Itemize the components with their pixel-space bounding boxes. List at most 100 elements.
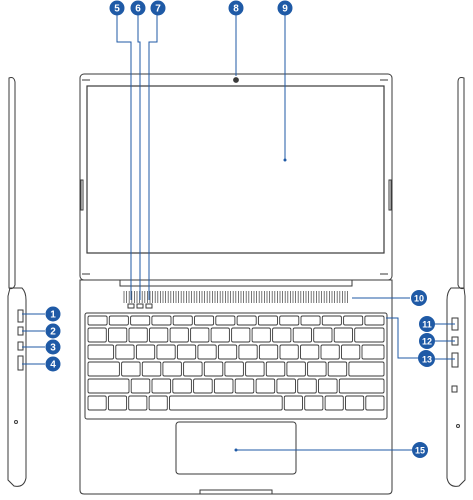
keyboard-key bbox=[197, 344, 217, 360]
left-port-4 bbox=[17, 355, 24, 371]
left-side-screw bbox=[14, 420, 18, 424]
base-outer bbox=[79, 279, 393, 495]
keyboard-key bbox=[107, 395, 128, 411]
keyboard-key bbox=[121, 361, 141, 377]
keyboard-key bbox=[234, 378, 255, 394]
keyboard-key bbox=[210, 327, 230, 343]
keyboard-key bbox=[148, 395, 168, 411]
keyboard-key bbox=[304, 395, 324, 411]
callout-5-label: 5 bbox=[114, 4, 120, 15]
keyboard-key bbox=[236, 315, 257, 326]
keyboard-key bbox=[279, 344, 299, 360]
leader-line-14 bbox=[386, 317, 418, 359]
keyboard-key bbox=[307, 361, 327, 377]
leader-dot-15 bbox=[234, 448, 238, 452]
callout-15-label: 15 bbox=[415, 446, 425, 456]
hinge-bar bbox=[119, 279, 353, 287]
keyboard-key bbox=[156, 344, 176, 360]
keyboard-key bbox=[130, 378, 151, 394]
callout-13: 13 bbox=[419, 351, 435, 367]
keyboard-key bbox=[279, 315, 300, 326]
keyboard-key bbox=[162, 361, 182, 377]
leader-dots bbox=[234, 158, 287, 452]
keyboard-key bbox=[128, 327, 148, 343]
keyboard-key bbox=[213, 378, 234, 394]
right-side-screw bbox=[456, 424, 460, 428]
keyboard-key bbox=[365, 395, 385, 411]
leader-lines bbox=[22, 14, 455, 451]
right-lid-edge bbox=[457, 77, 465, 290]
keyboard-key bbox=[272, 327, 292, 343]
callout-7-label: 7 bbox=[155, 4, 161, 15]
keyboard-key bbox=[108, 327, 128, 343]
callout-8: 8 bbox=[228, 0, 244, 16]
keyboard-key bbox=[318, 378, 338, 394]
leader-line-5 bbox=[116, 14, 132, 300]
keyboard-key bbox=[151, 315, 172, 326]
keyboard-key bbox=[128, 395, 148, 411]
callout-7: 7 bbox=[150, 0, 166, 16]
keyboard-key bbox=[348, 361, 385, 377]
callout-1: 1 bbox=[45, 306, 61, 322]
callout-3: 3 bbox=[45, 339, 61, 355]
leader-dot-9 bbox=[283, 158, 287, 162]
callout-9-label: 9 bbox=[282, 4, 288, 15]
keyboard-key bbox=[245, 361, 265, 377]
callout-10: 10 bbox=[411, 290, 427, 306]
speaker-grille bbox=[123, 291, 349, 303]
keyboard-key bbox=[217, 344, 238, 360]
left-port-3 bbox=[17, 341, 24, 351]
keyboard-key bbox=[172, 315, 193, 326]
keyboard-key bbox=[300, 344, 320, 360]
callout-8-label: 8 bbox=[233, 4, 239, 15]
callouts: 5 6 7 8 9 10 14 15 1 2 3 4 11 12 13 bbox=[45, 0, 435, 458]
keyboard-key bbox=[238, 344, 258, 360]
left-lid-edge bbox=[8, 77, 16, 290]
callout-4-label: 4 bbox=[50, 360, 56, 371]
laptop-front-view bbox=[79, 73, 393, 495]
keyboard-key bbox=[321, 315, 342, 326]
keyboard-key bbox=[324, 395, 344, 411]
keyboard-key bbox=[169, 395, 283, 411]
keyboard-key bbox=[135, 344, 156, 360]
keyboard-key bbox=[108, 315, 129, 326]
callout-13-label: 13 bbox=[422, 355, 432, 365]
keyboard-key bbox=[130, 315, 151, 326]
lid-hinge-left bbox=[80, 179, 84, 211]
callout-3-label: 3 bbox=[50, 343, 56, 354]
keyboard-key bbox=[341, 344, 361, 360]
right-side-view bbox=[446, 77, 466, 487]
keyboard-key bbox=[141, 361, 162, 377]
keyboard-key bbox=[194, 315, 215, 326]
keyboard-key bbox=[327, 361, 348, 377]
keyboard-key bbox=[172, 378, 192, 394]
keyboard-key bbox=[265, 361, 286, 377]
keyboard-key bbox=[87, 395, 107, 411]
keyboard-key bbox=[87, 344, 115, 360]
keyboard-key bbox=[193, 378, 213, 394]
keyboard-key bbox=[251, 327, 271, 343]
keyboard-key bbox=[87, 327, 107, 343]
callout-11: 11 bbox=[419, 316, 435, 332]
keyboard-key bbox=[345, 395, 365, 411]
callout-5: 5 bbox=[109, 0, 125, 16]
keyboard-key bbox=[286, 361, 306, 377]
keyboard-key bbox=[300, 315, 321, 326]
indicator-lights bbox=[127, 303, 153, 309]
callout-1-label: 1 bbox=[50, 310, 56, 321]
callout-6: 6 bbox=[130, 0, 146, 16]
right-base-edge bbox=[446, 287, 466, 487]
right-port-3 bbox=[451, 352, 459, 368]
left-side-view bbox=[7, 77, 27, 487]
callout-11-label: 11 bbox=[422, 320, 432, 330]
keyboard-key bbox=[364, 315, 385, 326]
keyboard-key bbox=[338, 378, 385, 394]
callout-12-label: 12 bbox=[422, 337, 432, 347]
keyboard-key bbox=[276, 378, 296, 394]
indicator-light-3 bbox=[145, 303, 153, 309]
keyboard-key bbox=[183, 361, 203, 377]
keyboard bbox=[87, 315, 385, 411]
callout-9: 9 bbox=[277, 0, 293, 16]
leader-line-6 bbox=[137, 14, 141, 300]
keyboard-key bbox=[169, 327, 189, 343]
